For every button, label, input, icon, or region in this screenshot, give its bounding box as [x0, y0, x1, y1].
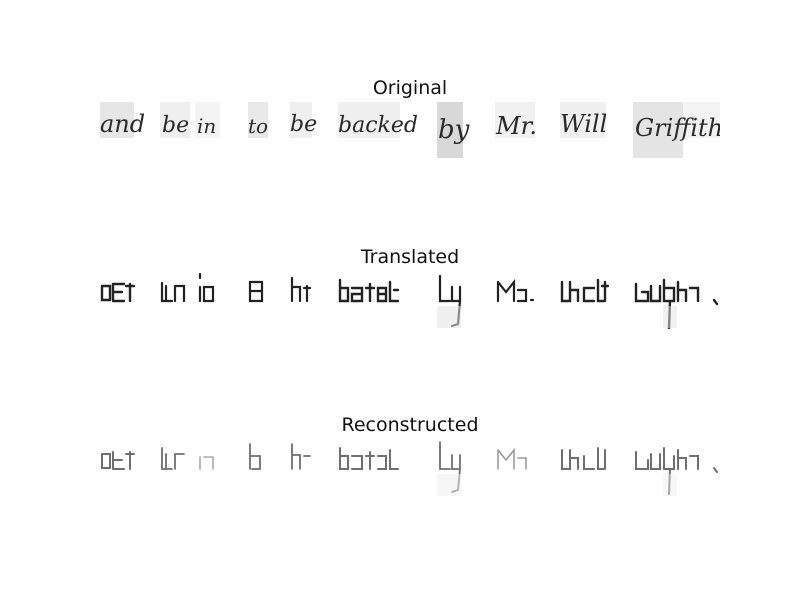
- word-original-10: Griffiths,: [635, 114, 720, 142]
- word-original-9: Will: [560, 110, 607, 138]
- word-original-4: to: [248, 114, 268, 138]
- handwriting-image-original: and be in to be backed by Mr. Will Griff…: [100, 102, 720, 158]
- panel-title-reconstructed: Reconstructed: [341, 414, 479, 436]
- word-original-8: Mr.: [495, 112, 537, 140]
- panel-title-original: Original: [372, 77, 448, 99]
- handwriting-strip-original: and be in to be backed by Mr. Will Griff…: [100, 100, 720, 162]
- handwriting-strip-reconstructed: [100, 438, 720, 500]
- word-original-6: backed: [338, 113, 418, 138]
- word-original-2: be: [162, 113, 189, 138]
- word-original-1: and: [100, 110, 145, 138]
- handwriting-image-translated: [100, 272, 719, 330]
- panel-title-translated: Translated: [360, 246, 460, 268]
- word-original-3: in: [197, 114, 216, 138]
- handwriting-strip-translated: [100, 270, 720, 332]
- handwriting-image-reconstructed: [101, 441, 718, 496]
- word-original-5: be: [290, 112, 317, 137]
- word-original-7: by: [438, 115, 470, 145]
